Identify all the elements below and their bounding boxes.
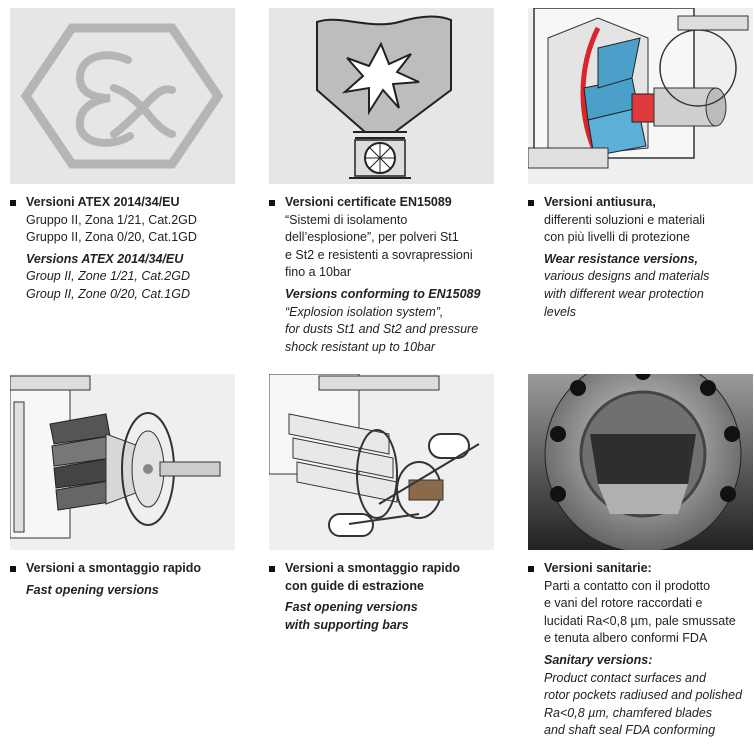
card-heading: Versioni certificate EN15089 [269, 194, 494, 212]
card-en-heading-cont: with supporting bars [285, 617, 409, 632]
card-heading-cont: con guide di estrazione [285, 578, 424, 593]
card-en-line: levels [544, 304, 576, 319]
atex-ex-symbol-image [10, 8, 235, 184]
card-heading: Versioni a smontaggio rapido [10, 560, 235, 578]
card-heading: Versioni antiusura, [528, 194, 753, 212]
quick-disassembly-image [10, 374, 235, 550]
card-en-heading: Wear resistance versions, [544, 251, 699, 266]
card-heading: Versioni sanitarie: [528, 560, 753, 578]
card-en-heading: Sanitary versions: [544, 652, 653, 667]
explosion-silo-image [269, 8, 494, 184]
card-line: con più livelli di protezione [544, 230, 690, 245]
card-en-line: Group II, Zone 0/20, Cat.1GD [26, 286, 190, 301]
card-en-line: Group II, Zone 1/21, Cat.2GD [26, 269, 190, 284]
card-en-line: and shaft seal FDA conforming [544, 723, 716, 738]
card-line: lucidati Ra<0,8 µm, pale smussate [544, 613, 736, 628]
card-line: Gruppo II, Zona 1/21, Cat.2GD [26, 212, 197, 227]
card-line: differenti soluzioni e materiali [544, 212, 705, 227]
sanitary-valve-image [528, 374, 753, 550]
card-en-line: Ra<0,8 µm, chamfered blades [544, 705, 713, 720]
card-heading: Versioni ATEX 2014/34/EU [10, 194, 235, 212]
card-line: Parti a contatto con il prodotto [544, 578, 711, 593]
card-en-line: various designs and materials [544, 269, 710, 284]
quick-disassembly-bars-image [269, 374, 494, 550]
card-line: e vani del rotore raccordati e [544, 596, 703, 611]
card-line: dell’esplosione”, per polveri St1 [285, 230, 459, 245]
card-en-line: for dusts St1 and St2 and pressure [285, 322, 479, 337]
card-line: e tenuta albero conformi FDA [544, 631, 708, 646]
card-en-heading: Fast opening versions [285, 600, 418, 615]
card-line: e St2 e resistenti a sovrapressioni [285, 247, 473, 262]
wear-resistance-image [528, 8, 753, 184]
card-en-line: Product contact surfaces and [544, 670, 706, 685]
card-en-heading: Fast opening versions [26, 582, 159, 597]
card-en-line: rotor pockets radiused and polished [544, 688, 743, 703]
card-en-heading: Versions ATEX 2014/34/EU [26, 251, 184, 266]
card-en-heading: Versions conforming to EN15089 [285, 286, 481, 301]
card-line: “Sistemi di isolamento [285, 212, 408, 227]
card-line: fino a 10bar [285, 265, 352, 280]
card-heading: Versioni a smontaggio rapido [269, 560, 494, 578]
card-en-line: “Explosion isolation system”, [285, 304, 444, 319]
card-line: Gruppo II, Zona 0/20, Cat.1GD [26, 230, 197, 245]
card-en-line: shock resistant up to 10bar [285, 339, 436, 354]
card-en-line: with different wear protection [544, 286, 704, 301]
